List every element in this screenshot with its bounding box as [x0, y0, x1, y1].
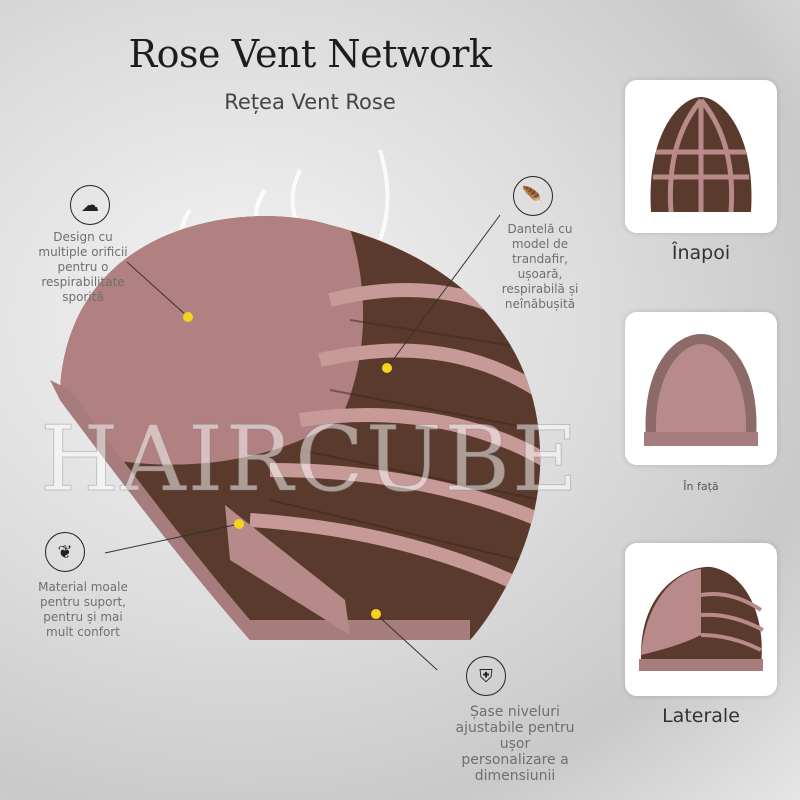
callout-adjustable: Șase niveluri ajustabile pentru ușor per… — [455, 704, 575, 784]
marker-dot — [183, 312, 193, 322]
wig-cap-image — [50, 149, 541, 670]
leaf-icon: ❦ — [45, 532, 85, 572]
view-side-card[interactable] — [625, 543, 777, 696]
wig-back-image — [650, 96, 752, 212]
watermark: HAIRCUBE — [40, 407, 580, 513]
view-back-card[interactable] — [625, 80, 777, 233]
callout-lace: Dantelă cu model de trandafir, ușoară, r… — [501, 222, 579, 311]
view-side-label: Laterale — [662, 705, 740, 727]
marker-dot — [382, 363, 392, 373]
view-front-label: În față — [683, 480, 719, 493]
feather-icon: 🪶 — [513, 176, 553, 216]
cloud-wind-icon: ☁ — [70, 185, 110, 225]
page-title: Rose Vent Network — [128, 32, 492, 76]
wig-front-image — [644, 333, 758, 446]
marker-dot — [371, 609, 381, 619]
view-front-card[interactable] — [625, 312, 777, 465]
view-back-label: Înapoi — [671, 242, 731, 264]
page-subtitle: Rețea Vent Rose — [224, 90, 396, 114]
marker-dot — [234, 519, 244, 529]
wig-side-image — [639, 566, 764, 671]
shield-plus-icon: ⛨ — [466, 656, 506, 696]
callout-ventilation: Design cu multiple orificii pentru o res… — [38, 230, 128, 304]
callout-material: Material moale pentru suport, pentru și … — [38, 580, 128, 639]
